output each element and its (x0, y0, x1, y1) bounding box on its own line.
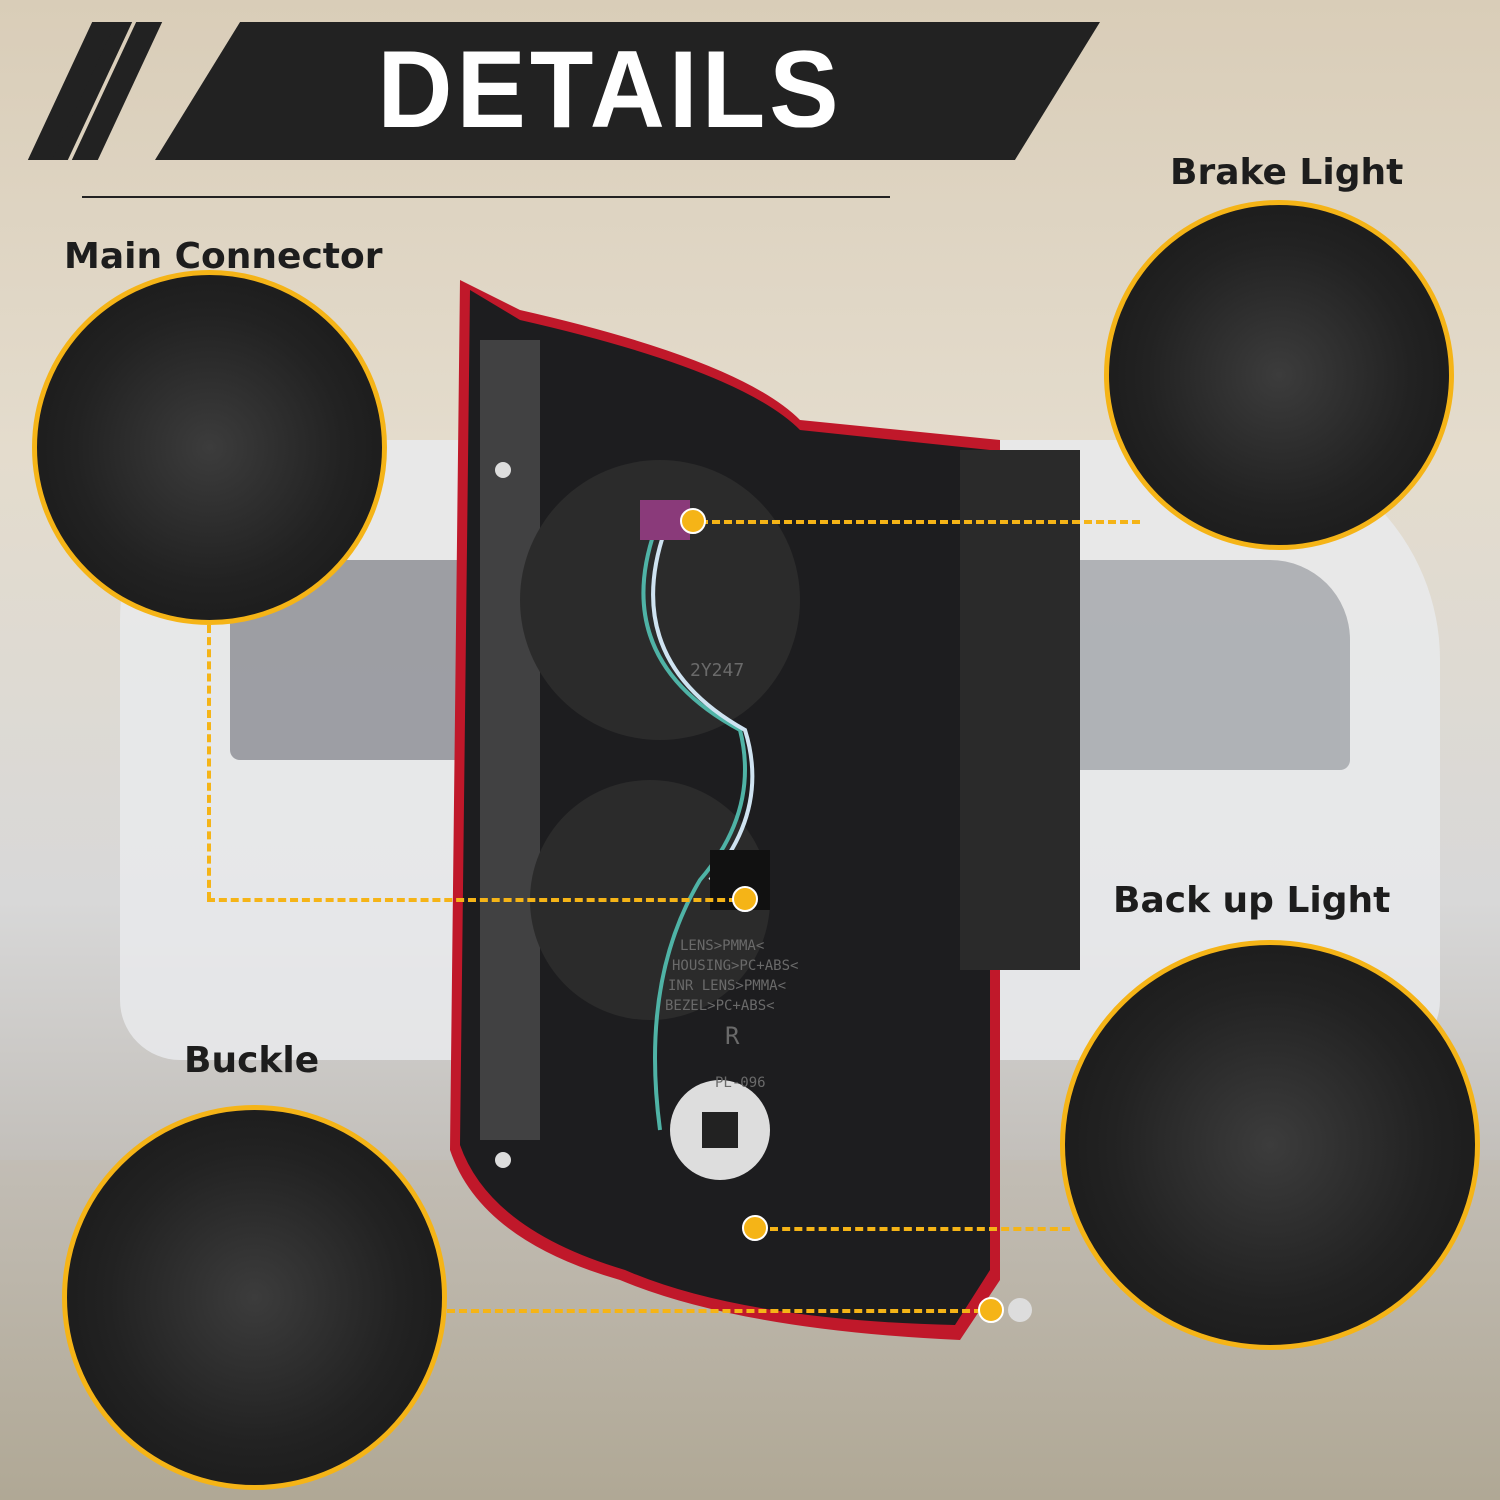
callout-dot-buckle (978, 1297, 1004, 1323)
mounting-bracket (960, 450, 1080, 970)
callout-circle-brake-light (1104, 200, 1454, 550)
brake-light-socket-plate (520, 460, 800, 740)
marking-housing: HOUSING>PC+ABS< (672, 958, 799, 974)
callout-label-back-up-light: Back up Light (1113, 880, 1391, 921)
callout-circle-back-up-light (1060, 940, 1480, 1350)
marking-lens: LENS>PMMA< (680, 938, 765, 954)
banner-underline (82, 196, 890, 198)
callout-circle-main-connector (32, 270, 387, 625)
callout-label-buckle: Buckle (184, 1040, 320, 1081)
marking-bezel: BEZEL>PC+ABS< (665, 998, 775, 1014)
callout-dot-main-connector (732, 886, 758, 912)
callout-leader-brake-light (700, 520, 1140, 524)
callout-dot-brake-light (680, 508, 706, 534)
marking-inner-lens: INR LENS>PMMA< (668, 978, 787, 994)
callout-dot-back-up-light (742, 1215, 768, 1241)
callout-leader-buckle (447, 1309, 982, 1313)
marking-part: PL-096 (715, 1075, 766, 1091)
callout-leader-main-connector (207, 625, 211, 900)
marking-side: R (725, 1022, 740, 1050)
marking-code: 2Y247 (690, 660, 745, 681)
page-title: DETAILS (377, 29, 843, 151)
callout-circle-buckle (62, 1105, 447, 1490)
housing-flange (480, 340, 540, 1140)
callout-leader-main-connector (207, 898, 737, 902)
wire-harness (641, 529, 747, 1131)
callout-label-brake-light: Brake Light (1170, 152, 1404, 193)
callout-leader-back-up-light (770, 1227, 1070, 1231)
banner-background (155, 22, 1100, 160)
background-van-side-window (1050, 560, 1350, 770)
tail-light-product (450, 280, 1080, 1340)
